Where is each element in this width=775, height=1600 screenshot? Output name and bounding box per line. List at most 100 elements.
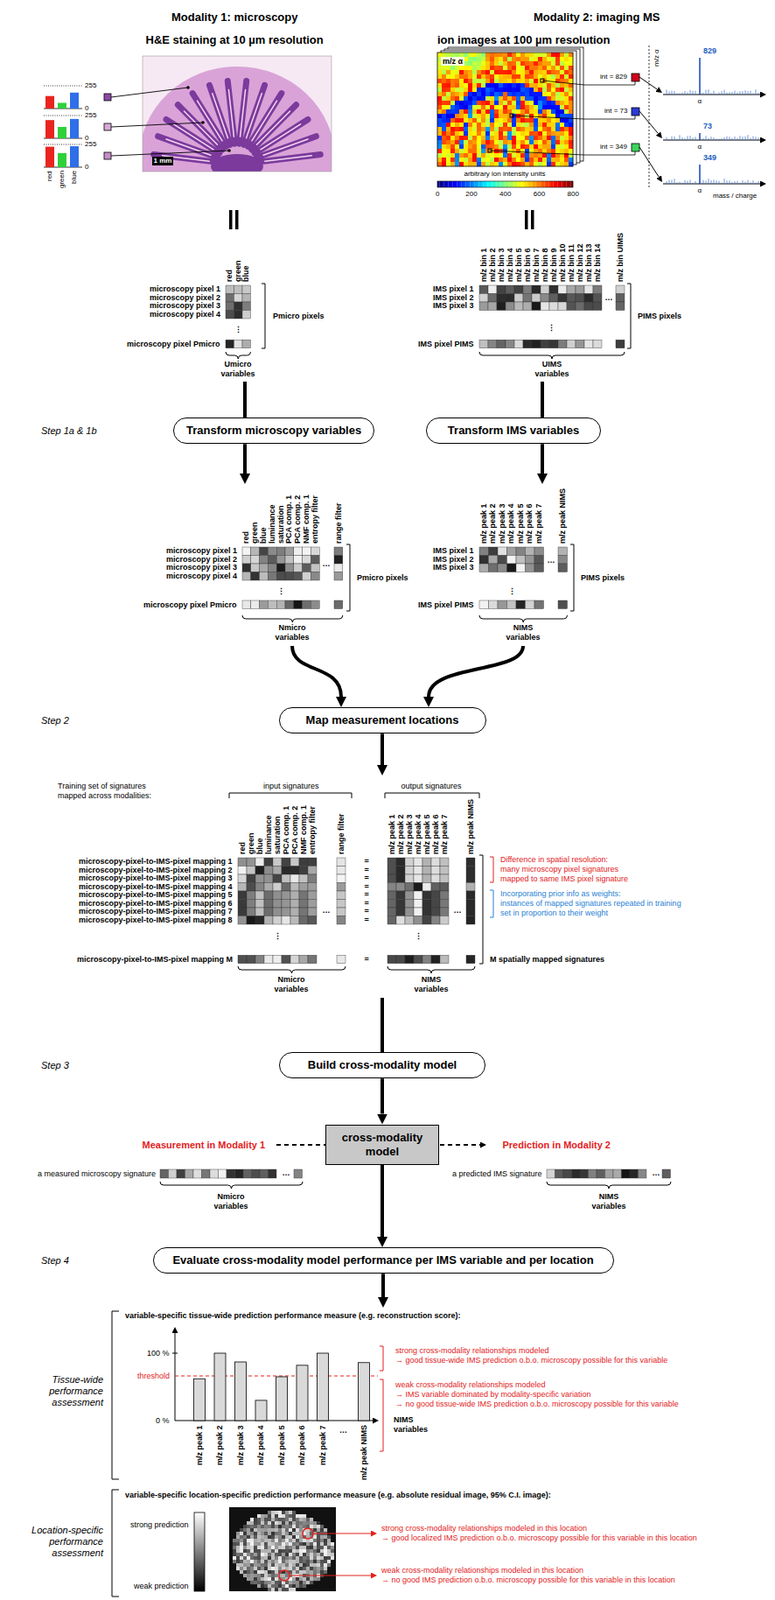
- illustration-part: [243, 1572, 247, 1577]
- illustration-part: [476, 109, 482, 114]
- illustration-part: [239, 1537, 244, 1542]
- illustration-part: [446, 96, 451, 101]
- illustration-part: [454, 139, 460, 145]
- illustration-part: [327, 1534, 331, 1538]
- illustration-part: [546, 135, 552, 140]
- illustration-part: [529, 65, 534, 70]
- illustration-part: [711, 92, 713, 95]
- illustration-part: [292, 1555, 296, 1559]
- matrix-cell: [225, 301, 235, 311]
- matrix-cell: [285, 555, 294, 565]
- illustration-part: [264, 1548, 268, 1552]
- matrix-cell: [225, 285, 235, 294]
- matrix-cell: [575, 285, 585, 294]
- illustration-part: [502, 74, 508, 79]
- illustration-part: [302, 1513, 307, 1517]
- matrix-cell: [497, 546, 508, 556]
- illustration-part: [737, 138, 739, 140]
- illustration-part: [446, 104, 451, 110]
- illustration-part: [524, 153, 530, 158]
- illustration-part: [288, 1551, 293, 1556]
- illustration-part: [257, 1544, 261, 1549]
- illustration-part: [320, 1534, 324, 1538]
- illustration-part: [281, 1555, 286, 1559]
- matrix-cell: [431, 882, 440, 892]
- illustration-part: [253, 1516, 258, 1521]
- illustration-part: [450, 74, 455, 79]
- illustration-part: [278, 1586, 282, 1591]
- illustration-part: [243, 1534, 247, 1538]
- matrix-cell: [242, 563, 252, 573]
- illustration-part: [320, 1544, 324, 1549]
- illustration-part: [489, 113, 495, 119]
- illustration-part: [441, 122, 447, 127]
- illustration-part: [564, 126, 569, 132]
- illustration-part: [450, 181, 454, 188]
- matrix-cell: [629, 1168, 639, 1178]
- matrix-cell: [246, 873, 256, 883]
- leader-line: [511, 115, 636, 119]
- matrix-cell: [237, 873, 247, 883]
- arrow: [243, 443, 247, 474]
- illustration-part: [446, 91, 451, 97]
- illustration-part: [313, 1551, 317, 1556]
- illustration-part: [274, 1583, 279, 1587]
- illustration-part: [472, 109, 477, 114]
- illustration-part: [260, 1551, 265, 1556]
- illustration-part: [320, 1565, 324, 1570]
- illustration-part: [511, 74, 517, 79]
- illustration-part: [446, 181, 449, 188]
- illustration-part: [243, 1569, 247, 1573]
- illustration-part: [564, 131, 569, 136]
- illustration-part: [542, 144, 547, 149]
- illustration-part: [459, 83, 464, 88]
- illustration-part: [446, 69, 451, 75]
- illustration-part: [498, 87, 503, 92]
- illustration-part: [472, 96, 477, 101]
- matrix-cell: [225, 310, 235, 320]
- illustration-part: [450, 104, 455, 110]
- matrix-cell: [479, 555, 489, 565]
- illustration-part: [239, 1569, 244, 1573]
- illustration-part: [568, 87, 573, 92]
- matrix-cell: [466, 873, 475, 883]
- illustration-part: [292, 1530, 296, 1535]
- matrix-cell: [638, 1168, 648, 1178]
- illustration-part: [463, 181, 467, 188]
- illustration-part: [186, 85, 190, 90]
- illustration-part: [281, 1558, 286, 1563]
- illustration-part: [485, 153, 490, 158]
- matrix-cell: [387, 865, 397, 875]
- illustration-part: [260, 1583, 265, 1587]
- illustration-part: [489, 122, 495, 127]
- ion-image: [437, 52, 573, 167]
- illustration-part: [260, 1513, 265, 1517]
- illustration-part: [511, 157, 517, 162]
- matrix-cell: [497, 555, 508, 565]
- matrix-cell: [579, 1168, 589, 1178]
- illustration-part: [472, 131, 477, 136]
- illustration-part: [524, 126, 530, 132]
- matrix-cell: [293, 555, 303, 565]
- illustration-part: [446, 118, 451, 123]
- matrix-cell: [267, 600, 277, 609]
- illustration-part: [467, 135, 473, 140]
- matrix-cell: [302, 555, 312, 565]
- matrix-cell: [246, 882, 256, 892]
- illustration-part: [472, 74, 477, 79]
- illustration-part: [274, 1579, 279, 1584]
- illustration-part: [295, 1527, 300, 1531]
- illustration-part: [243, 381, 247, 418]
- spectrum-peak: [698, 132, 701, 140]
- illustration-part: [502, 69, 508, 75]
- illustration-part: [444, 181, 447, 188]
- illustration-part: [384, 792, 480, 798]
- illustration-part: [533, 69, 538, 75]
- matrix-cell: [558, 301, 567, 311]
- illustration-part: [253, 1569, 258, 1573]
- illustration-part: [470, 181, 474, 188]
- illustration-part: [232, 1551, 237, 1556]
- illustration-part: [274, 1530, 279, 1535]
